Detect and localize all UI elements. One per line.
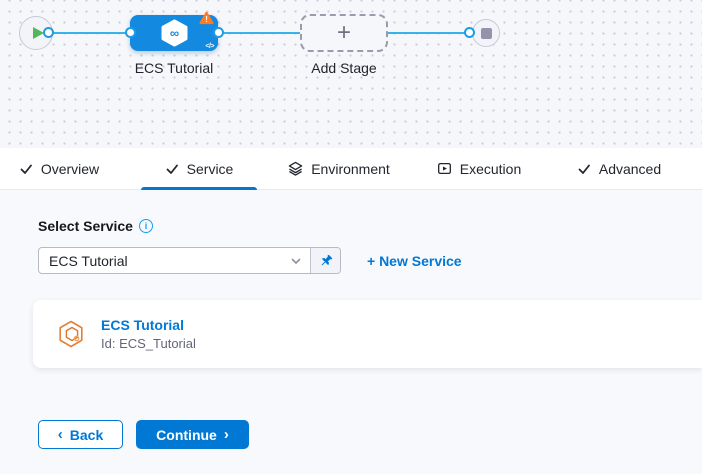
pipeline-connector-line bbox=[218, 32, 300, 34]
continue-button-label: Continue bbox=[156, 426, 217, 443]
stage-tabs: Overview Service Environment Execution A… bbox=[0, 148, 702, 190]
infinity-glyph: ∞ bbox=[169, 26, 178, 41]
stop-icon bbox=[480, 27, 492, 39]
tab-execution[interactable]: Execution bbox=[409, 148, 549, 189]
chevron-left-icon: ‹ bbox=[57, 426, 63, 443]
cd-stage-hexagon-icon: ∞ bbox=[161, 19, 187, 47]
pipeline-connector-line bbox=[388, 32, 469, 34]
tab-service[interactable]: Service bbox=[129, 148, 269, 190]
service-select-value: ECS Tutorial bbox=[49, 252, 128, 269]
svg-text:!: ! bbox=[205, 14, 208, 24]
pin-service-button[interactable] bbox=[310, 248, 340, 273]
tab-advanced[interactable]: Advanced bbox=[549, 148, 689, 189]
tab-label: Overview bbox=[40, 160, 100, 177]
plus-icon: + bbox=[336, 19, 351, 46]
layers-icon bbox=[288, 161, 303, 176]
connector-port bbox=[125, 27, 136, 38]
service-select[interactable]: ECS Tutorial bbox=[38, 247, 341, 274]
chevron-down-icon bbox=[291, 258, 301, 264]
play-icon bbox=[33, 27, 44, 39]
service-card[interactable]: ECS Tutorial Id: ECS_Tutorial bbox=[33, 300, 702, 368]
tab-label: Service bbox=[186, 160, 234, 177]
back-button-label: Back bbox=[69, 426, 104, 443]
add-stage-label: Add Stage bbox=[311, 60, 377, 76]
tab-label: Execution bbox=[459, 160, 522, 177]
field-label-text: Select Service bbox=[38, 218, 133, 234]
pipeline-end-node bbox=[472, 19, 500, 47]
service-card-title: ECS Tutorial bbox=[101, 317, 184, 333]
pin-icon bbox=[321, 254, 332, 265]
service-card-id: Id: ECS_Tutorial bbox=[101, 336, 196, 351]
stage-node-label: ECS Tutorial bbox=[134, 60, 214, 76]
chevron-right-icon: › bbox=[223, 426, 229, 443]
stage-node-ecs-tutorial[interactable]: ∞ ! </> bbox=[130, 11, 218, 51]
warning-icon: ! bbox=[199, 11, 214, 30]
check-icon bbox=[166, 164, 178, 174]
tab-label: Advanced bbox=[598, 160, 662, 177]
new-service-link[interactable]: + New Service bbox=[367, 252, 462, 269]
continue-button[interactable]: Continue › bbox=[136, 420, 249, 449]
check-icon bbox=[578, 164, 590, 174]
service-tab-panel: Select Service i ECS Tutorial bbox=[0, 190, 702, 474]
tab-overview[interactable]: Overview bbox=[0, 148, 129, 189]
connector-port bbox=[43, 27, 54, 38]
service-hexagon-icon bbox=[59, 320, 83, 348]
footer-actions: ‹ Back Continue › bbox=[38, 420, 702, 449]
check-icon bbox=[20, 164, 32, 174]
tab-label: Environment bbox=[311, 160, 390, 177]
select-service-label: Select Service i bbox=[38, 218, 702, 234]
tab-environment[interactable]: Environment bbox=[269, 148, 409, 189]
add-stage-button[interactable]: + bbox=[300, 14, 388, 52]
connector-port bbox=[464, 27, 475, 38]
play-square-icon bbox=[437, 162, 451, 175]
back-button[interactable]: ‹ Back bbox=[38, 420, 123, 449]
pipeline-connector-line bbox=[48, 32, 130, 34]
info-icon[interactable]: i bbox=[138, 219, 153, 233]
code-icon: </> bbox=[205, 43, 214, 50]
connector-port bbox=[213, 27, 224, 38]
pipeline-canvas: ∞ ! </> ECS Tutorial + Add Stage bbox=[0, 0, 702, 148]
